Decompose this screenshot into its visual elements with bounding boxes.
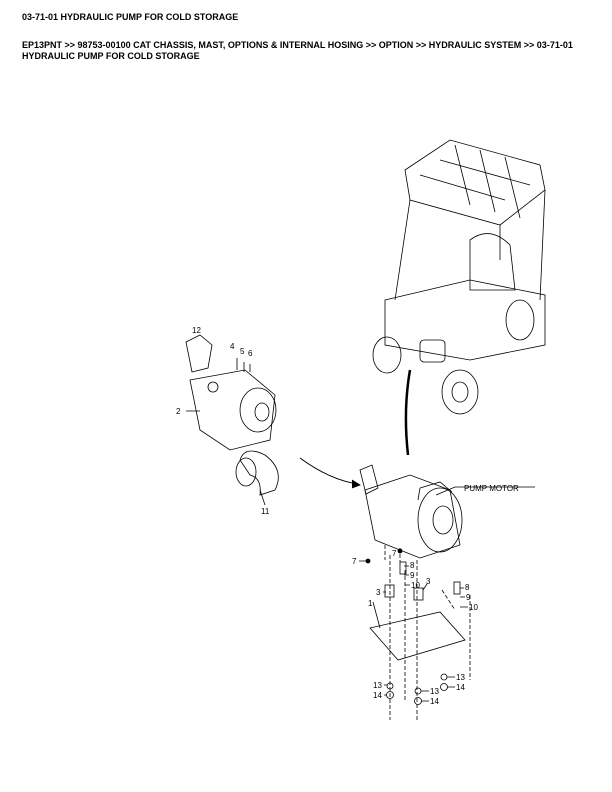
callout-11: 11 [261, 507, 270, 516]
callout-7: 7 [352, 557, 357, 566]
pump-motor [359, 464, 535, 720]
callout-13: 13 [430, 687, 439, 696]
callout-8: 8 [465, 583, 470, 592]
forklift-illustration [372, 139, 546, 456]
callout-10: 10 [469, 603, 478, 612]
callout-8: 8 [410, 561, 415, 570]
callout-3: 3 [426, 577, 431, 586]
pump-assembly [185, 334, 361, 496]
page-title: 03-71-01 HYDRAULIC PUMP FOR COLD STORAGE [22, 12, 239, 22]
callout-14: 14 [373, 691, 382, 700]
callout-13: 13 [456, 673, 465, 682]
callout-10: 10 [411, 581, 420, 590]
breadcrumb: EP13PNT >> 98753-00100 CAT CHASSIS, MAST… [22, 40, 573, 61]
callout-5: 5 [240, 347, 245, 356]
callout-4: 4 [230, 342, 235, 351]
callout-7: 7 [392, 549, 397, 558]
callout-13: 13 [373, 681, 382, 690]
callout-2: 2 [176, 407, 181, 416]
callout-12: 12 [192, 326, 201, 335]
callout-6: 6 [248, 349, 253, 358]
callout-pump-motor: PUMP MOTOR [464, 484, 519, 493]
callout-9: 9 [466, 593, 471, 602]
callout-14: 14 [456, 683, 465, 692]
callout-3: 3 [376, 588, 381, 597]
callout-14: 14 [430, 697, 439, 706]
callout-1: 1 [368, 599, 373, 608]
callout-9: 9 [410, 571, 415, 580]
